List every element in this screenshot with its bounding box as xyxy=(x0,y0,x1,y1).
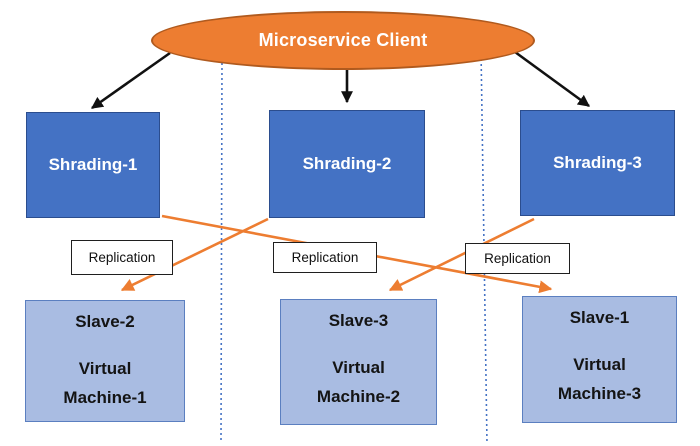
shrading-1-label: Shrading-1 xyxy=(48,155,138,174)
vm-1-label-line-2: Machine-1 xyxy=(63,388,147,407)
arrow-client-to-shrading-1 xyxy=(91,51,171,110)
slave-2-label: Slave-2 xyxy=(75,312,135,331)
arrow-shrading-3-to-slave-3 xyxy=(388,217,535,292)
slave-2-vm-1-node: Slave-2 Virtual Machine-1 xyxy=(25,300,185,422)
shrading-2-node: Shrading-2 xyxy=(269,110,425,218)
vm-2-label-line-2: Machine-2 xyxy=(316,387,401,406)
shrading-1-node: Shrading-1 xyxy=(26,112,160,218)
shrading-2-label: Shrading-2 xyxy=(302,154,392,173)
microservice-client-node: Microservice Client xyxy=(151,11,535,70)
vm-3-label-line-2: Machine-3 xyxy=(557,384,642,403)
slave-1-vm-3-node: Slave-1 Virtual Machine-3 xyxy=(522,296,677,423)
vm-1-label-line-1: Virtual xyxy=(78,359,132,378)
replication-label-box-2: Replication xyxy=(273,242,377,273)
slave-3-vm-2-node: Slave-3 Virtual Machine-2 xyxy=(280,299,437,425)
slave-1-label: Slave-1 xyxy=(569,308,630,327)
slave-3-label: Slave-3 xyxy=(328,311,389,330)
replication-label-1: Replication xyxy=(88,250,156,265)
shrading-3-node: Shrading-3 xyxy=(520,110,675,216)
replication-label-3: Replication xyxy=(484,251,551,266)
vm-3-label-line-1: Virtual xyxy=(573,355,626,374)
replication-label-2: Replication xyxy=(291,250,359,265)
dotted-divider-right xyxy=(480,48,488,445)
microservice-client-label: Microservice Client xyxy=(258,30,428,50)
shrading-3-label: Shrading-3 xyxy=(553,153,642,172)
replication-label-box-1: Replication xyxy=(71,240,173,275)
replication-label-box-3: Replication xyxy=(465,243,570,274)
vm-2-label-line-1: Virtual xyxy=(332,358,385,377)
arrow-client-to-shrading-3 xyxy=(514,50,590,108)
dotted-divider-left xyxy=(220,57,223,444)
